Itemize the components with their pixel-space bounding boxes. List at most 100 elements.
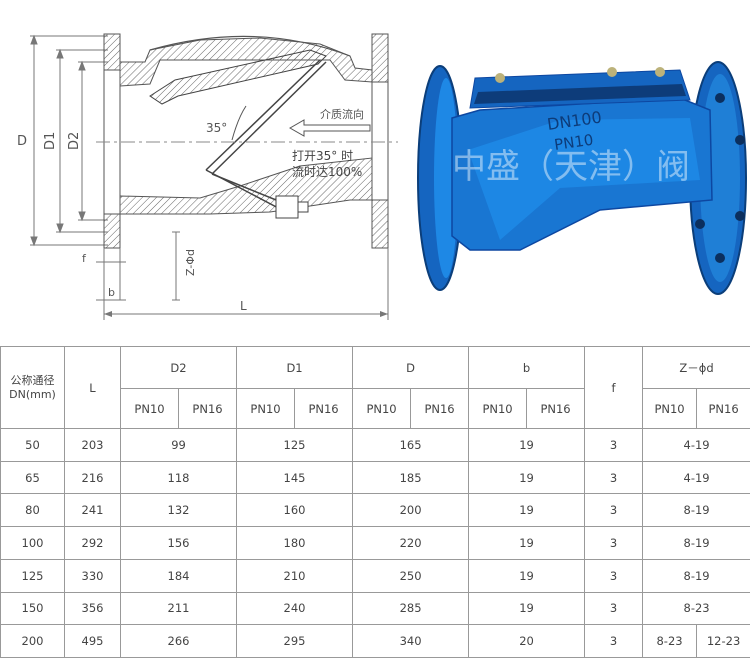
table-row: 80 241 132 160 200 19 3 8-19	[0, 493, 750, 528]
valve-photo: DN100 PN10 中盛（天津）阀	[412, 0, 750, 345]
subheader-pn16: PN16	[410, 388, 470, 429]
dim-D1-label: D1	[43, 132, 58, 150]
table-row: 150 356 211 240 285 19 3 8-23	[0, 591, 750, 626]
table-row: 200 495 266 295 340 20 3 8-23 12-23	[0, 624, 750, 658]
cell-b: 19	[468, 428, 586, 462]
cell-dn: 125	[0, 558, 65, 593]
cell-D2: 156	[119, 526, 238, 560]
cell-L: 356	[64, 591, 121, 626]
cell-dn: 50	[0, 428, 65, 462]
header-b: b	[468, 346, 586, 389]
cell-D2: 118	[119, 460, 238, 495]
cell-f: 3	[584, 460, 644, 495]
cell-f: 3	[584, 624, 644, 658]
cell-D2: 132	[119, 493, 238, 528]
cell-D1: 145	[236, 460, 354, 495]
cell-D2: 184	[119, 558, 238, 593]
dim-zd-label: Z-Φd	[184, 249, 197, 276]
dim-b-label: b	[108, 286, 115, 299]
header-zd: Z－ϕd	[642, 346, 750, 389]
header-dn-unit: DN(mm)	[9, 387, 56, 401]
header-D: D	[352, 346, 470, 389]
cell-f: 3	[584, 428, 644, 462]
header-f: f	[584, 346, 644, 429]
subheader-pn10: PN10	[120, 388, 179, 429]
cell-D1: 210	[236, 558, 354, 593]
cell-f: 3	[584, 493, 644, 528]
left-flange	[103, 33, 121, 249]
valve-disc	[149, 49, 327, 105]
cell-D: 185	[352, 460, 470, 495]
cell-D: 285	[352, 591, 470, 626]
cell-f: 3	[584, 591, 644, 626]
dim-f-label: f	[82, 252, 87, 265]
subheader-pn16: PN16	[526, 388, 586, 429]
note-line-1: 打开35° 时	[292, 149, 353, 163]
header-D1: D1	[236, 346, 354, 389]
subheader-pn16: PN16	[177, 388, 238, 429]
right-flange	[371, 33, 389, 249]
dim-D-label: D	[17, 134, 27, 149]
cell-f: 3	[584, 526, 644, 560]
table-row: 50 203 99 125 165 19 3 4-19	[0, 428, 750, 462]
cell-dn: 150	[0, 591, 65, 626]
table-row: 125 330 184 210 250 19 3 8-19	[0, 558, 750, 593]
note-line-2: 流时达100%	[292, 165, 362, 179]
dim-L-label: L	[240, 299, 247, 313]
cell-f: 3	[584, 558, 644, 593]
cell-D1: 240	[236, 591, 354, 626]
header-dn: 公称通径 DN(mm)	[0, 346, 65, 429]
cell-zd: 8-19	[642, 493, 750, 528]
cell-D: 165	[352, 428, 470, 462]
cell-b: 19	[468, 460, 586, 495]
cell-D: 220	[352, 526, 470, 560]
cell-b: 19	[468, 558, 586, 593]
cell-dn: 65	[0, 460, 65, 495]
cell-L: 292	[64, 526, 121, 560]
cell-D2: 99	[119, 428, 238, 462]
table-row: 65 216 118 145 185 19 3 4-19	[0, 460, 750, 495]
cell-b: 20	[468, 624, 586, 658]
header-L: L	[64, 346, 121, 429]
dim-D2-label: D2	[67, 132, 82, 150]
cell-D1: 160	[236, 493, 354, 528]
subheader-pn16: PN16	[294, 388, 354, 429]
cell-b: 19	[468, 493, 586, 528]
watermark-text: 中盛（天津）阀	[452, 147, 690, 187]
cell-D1: 125	[236, 428, 354, 462]
bottom-dimensions	[96, 231, 389, 320]
cell-dn: 100	[0, 526, 65, 560]
pivot-bolt	[275, 195, 299, 219]
cell-L: 241	[64, 493, 121, 528]
cell-b: 19	[468, 526, 586, 560]
subheader-pn10: PN10	[468, 388, 528, 429]
cell-zd-pn16: 12-23	[696, 624, 750, 658]
cast-pn-text: PN10	[553, 131, 594, 154]
cell-dn: 200	[0, 624, 65, 658]
cell-D2: 266	[119, 624, 238, 658]
spec-table: 公称通径 DN(mm) L D2 D1 D b f Z－ϕd PN10 PN16…	[0, 346, 750, 658]
header-dn-label: 公称通径	[10, 373, 55, 387]
flow-arrow	[288, 119, 371, 137]
cell-zd: 8-19	[642, 558, 750, 593]
bonnet-cover	[149, 35, 351, 57]
cell-D: 200	[352, 493, 470, 528]
cell-L: 216	[64, 460, 121, 495]
cell-zd: 4-19	[642, 460, 750, 495]
cell-D2: 211	[119, 591, 238, 626]
table-row: 100 292 156 180 220 19 3 8-19	[0, 526, 750, 560]
cell-D1: 295	[236, 624, 354, 658]
cell-D: 340	[352, 624, 470, 658]
cell-L: 203	[64, 428, 121, 462]
subheader-pn10: PN10	[352, 388, 412, 429]
cell-D1: 180	[236, 526, 354, 560]
subheader-pn10: PN10	[236, 388, 296, 429]
flow-direction-label: 介质流向	[320, 107, 364, 121]
cell-b: 19	[468, 591, 586, 626]
header-D2: D2	[119, 346, 238, 389]
cell-zd: 4-19	[642, 428, 750, 462]
subheader-pn16: PN16	[696, 388, 750, 429]
angle-label: 35°	[206, 121, 227, 135]
cell-L: 330	[64, 558, 121, 593]
